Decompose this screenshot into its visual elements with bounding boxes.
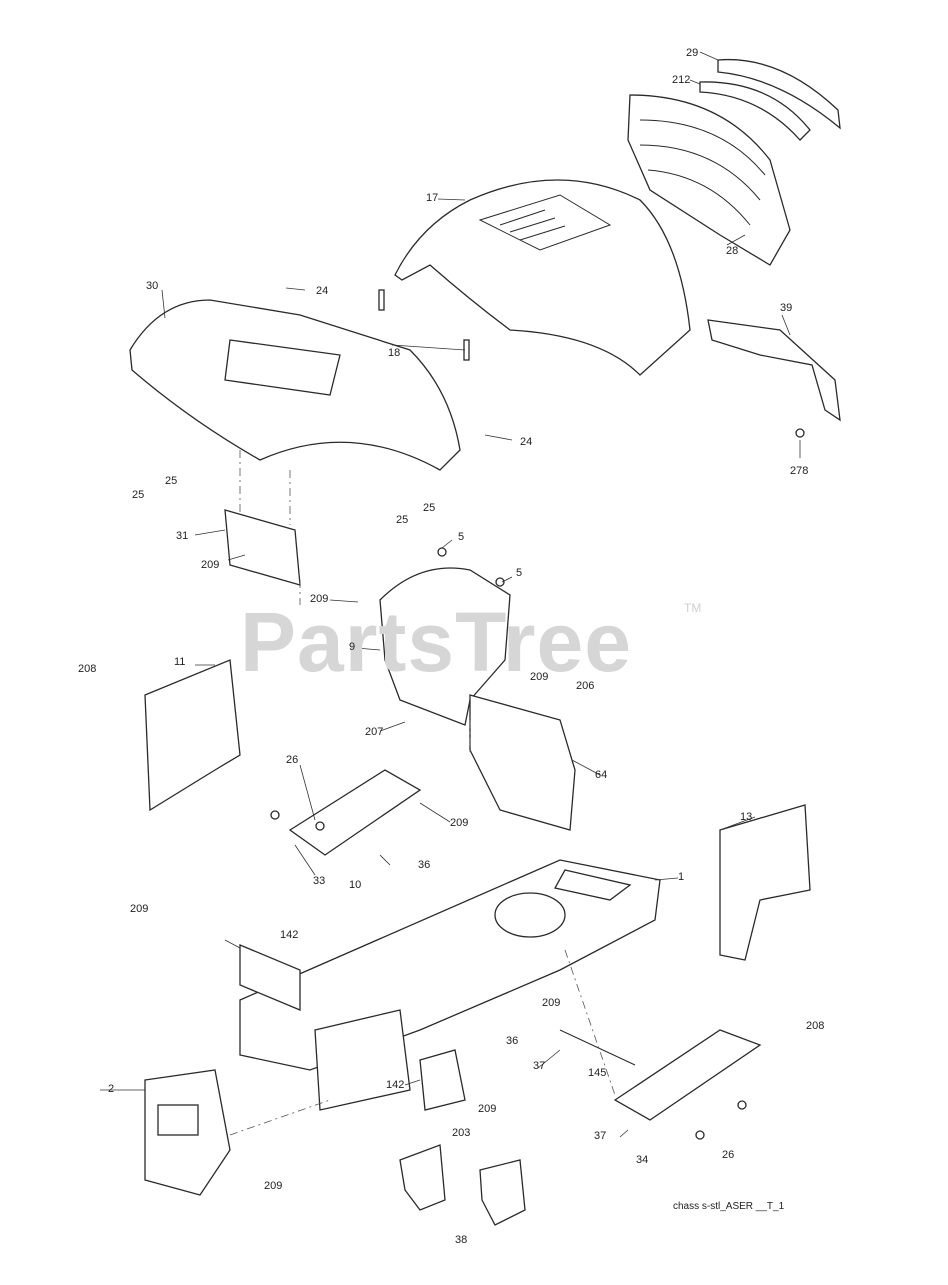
part-26a [315,821,325,831]
label-206: 206 [576,680,595,692]
label-37a: 37 [533,1060,546,1072]
frame-slot [554,869,632,901]
label-39: 39 [780,302,793,314]
watermark-tm: TM [684,601,702,615]
label-17: 17 [426,192,439,204]
label-25a: 25 [132,489,145,501]
part-18a [378,289,385,311]
part-5b [495,577,505,587]
label-18: 18 [388,347,401,359]
label-25d: 25 [423,502,436,514]
label-5a: 5 [458,531,465,543]
hood-vents [478,194,612,251]
part-26c [737,1100,747,1110]
label-5b: 5 [516,567,523,579]
diagram-caption: chass s-stl_ASER __T_1 [673,1201,785,1212]
part-hood [394,179,691,376]
label-30: 30 [146,280,159,292]
label-38: 38 [455,1234,468,1246]
label-209f: 209 [542,997,561,1009]
label-24b: 24 [520,436,533,448]
label-31: 31 [176,530,189,542]
label-207: 207 [365,726,384,738]
label-29: 29 [686,47,699,59]
label-142b: 142 [386,1079,405,1091]
label-33: 33 [313,875,326,887]
part-38b [479,1159,526,1226]
label-26a: 26 [286,754,299,766]
watermark: PartsTree [240,600,632,684]
label-209d: 209 [450,817,469,829]
label-24a: 24 [316,285,329,297]
label-9: 9 [349,641,356,653]
label-209e: 209 [130,903,149,915]
label-278: 278 [790,465,809,477]
part-142a [239,944,301,1011]
label-26b: 26 [722,1149,735,1161]
label-28: 28 [726,245,739,257]
part-dash-panel [379,567,511,726]
label-37b: 37 [594,1130,607,1142]
part-2-window [157,1104,199,1136]
label-145: 145 [588,1067,607,1079]
part-31 [224,509,301,586]
label-11: 11 [174,656,186,668]
label-34: 34 [636,1154,649,1166]
part-trim-strip [717,58,841,130]
part-39 [707,319,841,422]
part-64 [469,694,576,831]
label-1: 1 [678,871,685,883]
label-203: 203 [452,1127,471,1139]
part-33 [288,769,422,856]
label-142a: 142 [280,929,299,941]
label-36b: 36 [506,1035,519,1047]
label-208b: 208 [806,1020,825,1032]
part-26d [695,1130,705,1140]
part-5a [437,547,447,557]
assembly-lines [229,450,616,1136]
part-26b [270,810,280,820]
part-142b [419,1049,466,1111]
label-13: 13 [740,811,753,823]
label-209b: 209 [310,593,329,605]
label-2: 2 [108,1083,115,1095]
frame-hole [494,892,566,938]
part-145 [559,1029,636,1066]
watermark-text: PartsTree [240,595,632,689]
label-209h: 209 [264,1180,283,1192]
label-10: 10 [349,879,362,891]
label-208a: 208 [78,663,97,675]
fender-opening [224,339,341,396]
part-38a [399,1144,446,1211]
label-212: 212 [672,74,691,86]
label-36a: 36 [418,859,431,871]
part-34 [613,1029,762,1121]
part-13 [719,804,811,961]
grille-lines [639,119,766,226]
label-209c: 209 [530,671,549,683]
leader-lines [100,51,801,1138]
label-209g: 209 [478,1103,497,1115]
label-209a: 209 [201,559,220,571]
part-212 [699,81,811,141]
part-grille [627,94,791,266]
label-25c: 25 [396,514,409,526]
label-64: 64 [595,769,608,781]
part-11 [144,659,241,812]
label-25b: 25 [165,475,178,487]
part-278 [795,428,805,438]
part-plate [314,1009,411,1111]
